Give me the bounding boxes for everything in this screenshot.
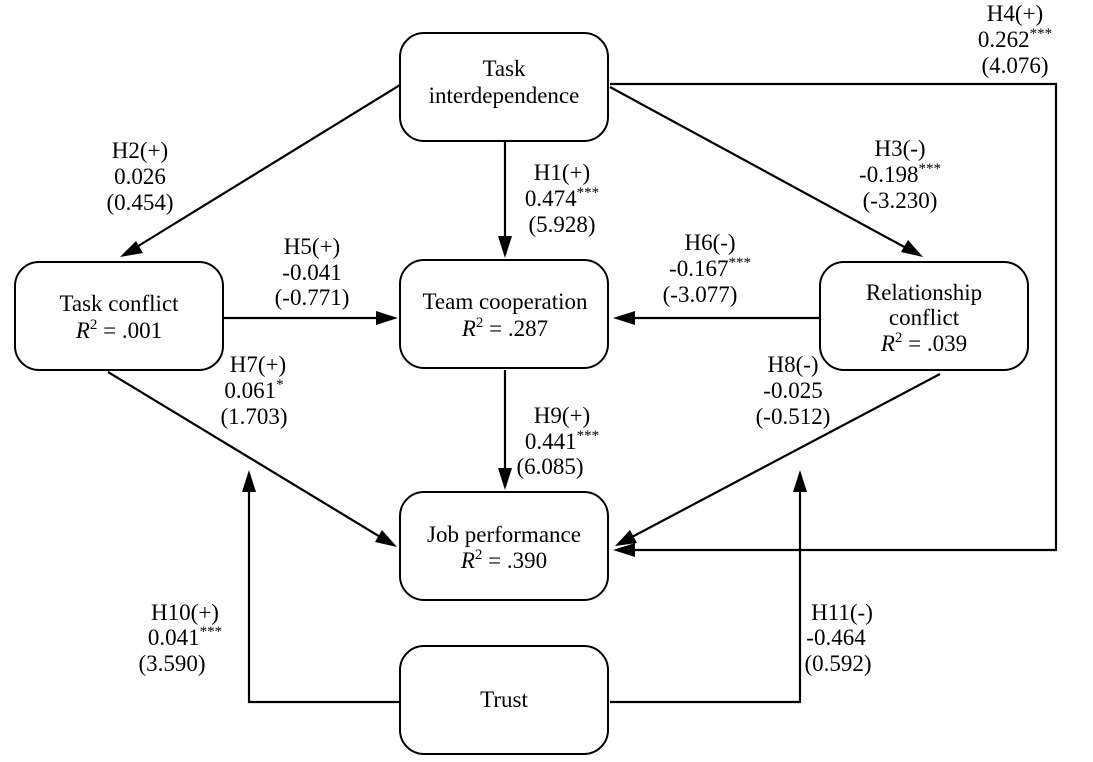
t-value-label: (-0.771) [275,285,350,310]
t-value-label: (3.590) [138,651,205,676]
arrowhead-h1 [498,236,512,258]
arrowhead-h5 [376,311,398,325]
path-label-h1: H1(+) 0.474*** (5.928) [525,160,599,237]
edge-h3 [609,86,909,250]
t-value-label: (1.703) [220,404,287,429]
hypothesis-label: H8(-) [767,352,818,377]
coefficient-label: -0.167*** [669,255,751,281]
node-label: conflict [889,305,960,330]
coefficient-label: -0.464 [806,625,866,650]
arrowhead-h3 [901,240,923,257]
node-label: Team cooperation [422,289,588,314]
path-label-h8: H8(-) -0.025 (-0.512) [756,352,831,429]
path-label-h11: H11(-) -0.464 (0.592) [804,600,872,676]
coefficient-label: 0.474*** [525,185,599,211]
node-label: Trust [480,687,528,712]
arrowhead-h8 [615,530,637,546]
t-value-label: (0.454) [106,190,173,215]
path-label-h9: H9(+) 0.441*** (6.085) [516,403,599,479]
path-label-h5: H5(+) -0.041 (-0.771) [275,234,350,310]
hypothesis-label: H4(+) [987,1,1043,26]
node-job-performance: Job performance R2 = .390 [399,491,609,601]
node-label: Task [482,56,526,81]
node-team-cooperation: Team cooperation R2 = .287 [399,259,609,369]
node-label: Task conflict [59,291,179,316]
edge-h11 [610,490,802,704]
hypothesis-label: H7(+) [230,352,286,377]
hypothesis-label: H6(-) [684,230,735,255]
coefficient-label: -0.198*** [859,161,941,187]
arrowhead-h10 [242,470,256,492]
coefficient-label: 0.262*** [978,26,1052,52]
node-task-conflict: Task conflict R2 = .001 [14,261,224,371]
hypothesis-label: H5(+) [284,234,340,259]
hypothesis-label: H1(+) [534,160,590,185]
node-trust: Trust [399,645,609,755]
node-relationship-conflict: Relationship conflict R2 = .039 [819,261,1029,371]
path-label-h6: H6(-) -0.167*** (-3.077) [663,230,751,307]
path-label-h3: H3(-) -0.198*** (-3.230) [859,136,941,213]
t-value-label: (-3.230) [863,188,938,213]
coefficient-label: -0.041 [282,260,341,285]
r-squared-label: R2 = .001 [75,317,162,343]
arrowhead-h11 [793,470,807,492]
path-label-h4: H4(+) 0.262*** (4.076) [978,1,1052,78]
t-value-label: (6.085) [516,454,583,479]
arrowhead-h9 [498,468,512,490]
arrowhead-h4 [613,543,635,557]
path-label-h10: H10(+) 0.041*** (3.590) [138,600,222,676]
path-label-h7: H7(+) 0.061* (1.703) [220,352,287,429]
path-label-h2: H2(+) 0.026 (0.454) [106,138,173,215]
coefficient-label: 0.061* [224,377,283,403]
arrowhead-h7 [375,530,397,547]
node-task-interdependence: Task interdependence [399,32,609,142]
r-squared-label: R2 = .390 [460,547,547,573]
t-value-label: (-3.077) [663,282,738,307]
edge-h10 [247,490,400,704]
r-squared-label: R2 = .287 [461,315,548,341]
coefficient-label: -0.025 [763,378,822,403]
edge-h4 [610,82,1058,552]
hypothesis-label: H9(+) [534,403,590,428]
r-squared-label: R2 = .039 [880,330,967,356]
hypothesis-label: H2(+) [112,138,168,163]
t-value-label: (5.928) [528,212,595,237]
coefficient-label: 0.026 [114,164,166,189]
t-value-label: (4.076) [981,53,1048,78]
arrowhead-h6 [613,311,635,325]
node-label: interdependence [429,83,580,108]
hypothesis-label: H3(-) [874,136,925,161]
coefficient-label: 0.441*** [525,428,599,454]
edge-h8 [629,373,941,539]
edge-h2 [134,84,401,249]
node-label: Job performance [427,522,581,547]
node-label: Relationship [866,280,982,305]
t-value-label: (0.592) [804,651,871,676]
hypothesis-label: H10(+) [151,600,219,625]
edge-h7 [107,371,383,539]
hypothesis-label: H11(-) [811,600,873,625]
coefficient-label: 0.041*** [148,624,222,650]
arrowhead-h2 [120,241,143,257]
t-value-label: (-0.512) [756,404,831,429]
edges [107,82,1058,704]
